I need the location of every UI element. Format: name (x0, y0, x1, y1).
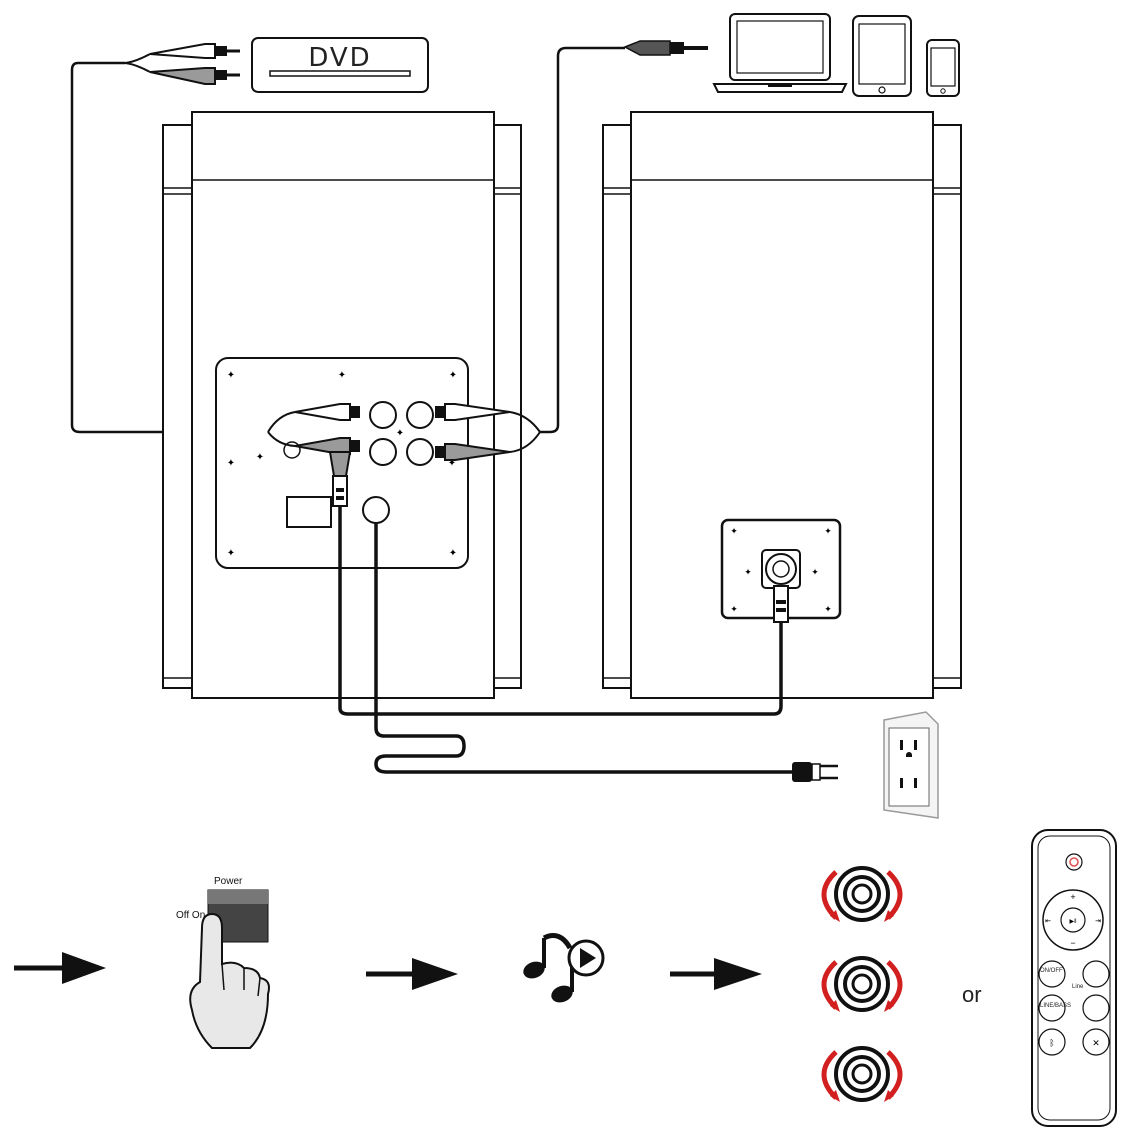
power-cable (374, 523, 792, 774)
svg-text:✦: ✦ (824, 604, 832, 614)
svg-text:✦: ✦ (824, 526, 832, 536)
svg-text:✦: ✦ (744, 567, 752, 577)
wall-outlet-icon (883, 711, 939, 819)
remote-linein-label: LINE/BASS (1040, 1003, 1071, 1009)
remote-control-icon: + − ⇤ ⇥ ▶‖ ON/OFF Line LINE/BASS ᛒ ✕ (1031, 829, 1117, 1127)
dvd-rca-plugs (124, 43, 240, 85)
remote-onoff-label: ON/OFF (1040, 968, 1063, 974)
svg-text:✦: ✦ (730, 604, 738, 614)
or-label: or (962, 982, 982, 1007)
arrow-right-icon (670, 958, 762, 990)
svg-text:✕: ✕ (1092, 1038, 1100, 1048)
power-plug (792, 762, 838, 782)
off-on-label: Off On (176, 910, 205, 921)
volume-knob-icon (821, 1046, 903, 1102)
remote-line-label: Line (1072, 984, 1084, 990)
svg-text:−: − (1070, 938, 1075, 948)
finger-icon (189, 912, 270, 1049)
laptop-icon (712, 13, 848, 93)
svg-text:✦: ✦ (338, 370, 346, 381)
dvd-player-icon: DVD (251, 37, 429, 93)
svg-text:⇥: ⇥ (1095, 918, 1101, 925)
music-play-icon (523, 933, 605, 1003)
volume-knob-icon (821, 866, 903, 922)
speaker-link-cable (338, 506, 783, 716)
svg-text:✦: ✦ (227, 458, 235, 469)
volume-knob-icon (821, 956, 903, 1012)
svg-text:✦: ✦ (256, 452, 264, 463)
panel-rca-plugs-right (435, 403, 541, 461)
svg-text:✦: ✦ (448, 458, 456, 469)
svg-text:✦: ✦ (730, 526, 738, 536)
arrow-right-icon (14, 952, 106, 984)
svg-text:⇤: ⇤ (1045, 918, 1051, 925)
arrow-right-icon (366, 958, 458, 990)
right-speaker (602, 111, 962, 699)
svg-text:✦: ✦ (227, 548, 235, 559)
svg-text:+: + (1070, 892, 1075, 902)
tablet-icon (852, 15, 912, 97)
svg-text:✦: ✦ (396, 428, 404, 439)
aux-plug (623, 40, 708, 56)
svg-text:✦: ✦ (449, 548, 457, 559)
dvd-audio-cable (70, 61, 268, 434)
panel-rca-plugs-left (267, 403, 360, 455)
right-speaker-input-panel: ✦ ✦ ✦ ✦ ✦ ✦ (720, 518, 842, 623)
speaker-link-plug (328, 451, 352, 507)
svg-text:ᛒ: ᛒ (1049, 1038, 1054, 1048)
power-label: Power (214, 876, 243, 887)
dvd-label: DVD (308, 43, 371, 73)
svg-text:✦: ✦ (227, 370, 235, 381)
svg-text:▶‖: ▶‖ (1069, 919, 1076, 925)
aux-cable (540, 46, 625, 434)
svg-text:✦: ✦ (811, 567, 819, 577)
phone-icon (926, 39, 960, 97)
svg-text:✦: ✦ (449, 370, 457, 381)
